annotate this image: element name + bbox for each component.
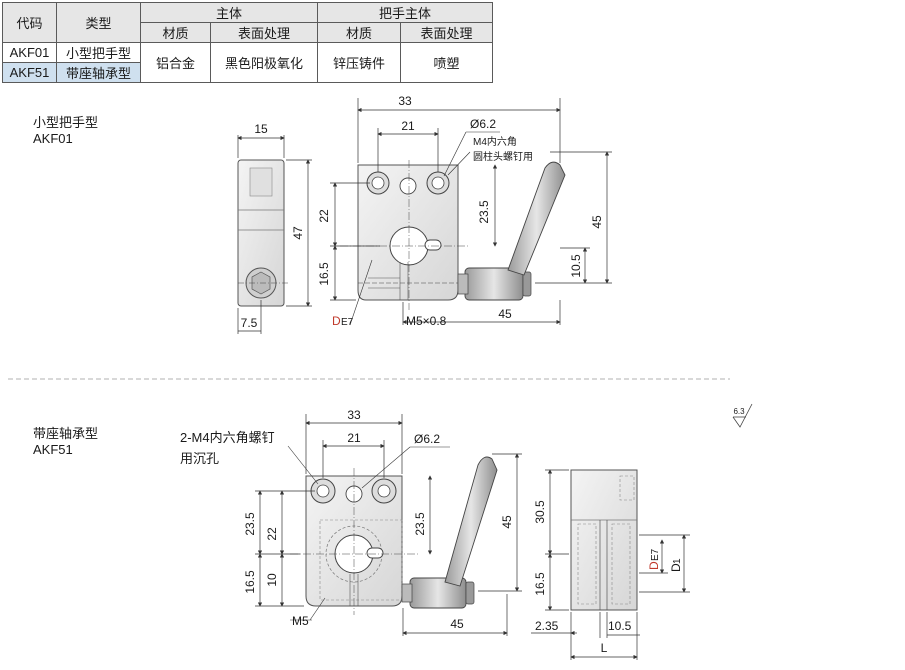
akf01-handle — [457, 161, 566, 301]
th-surface: 表面处理 — [210, 22, 318, 43]
cell-handle-material: 锌压铸件 — [317, 42, 401, 83]
surface-roughness-symbol: 6.3 — [732, 403, 753, 428]
th-material2: 材质 — [317, 22, 401, 43]
akf01-dim-47: 47 — [291, 226, 305, 240]
section2-title-cn: 带座轴承型 — [33, 426, 99, 441]
akf51-dim-45-v: 45 — [500, 515, 514, 529]
cell-main-material: 铝合金 — [140, 42, 211, 83]
akf51-dim-23-5b: 23.5 — [413, 512, 427, 536]
akf01-dim-23-5: 23.5 — [477, 200, 491, 224]
akf51-dim-l: L — [601, 641, 608, 655]
cell-handle-surface: 喷塑 — [400, 42, 493, 83]
akf01-dim-de-sub: E7 — [341, 317, 354, 328]
akf51-dim-10-5: 10.5 — [608, 619, 632, 633]
section1-title-cn: 小型把手型 — [33, 115, 99, 130]
akf01-dim-10-5: 10.5 — [569, 254, 583, 278]
akf01-dim-7-5: 7.5 — [241, 316, 258, 330]
akf51-dim-21: 21 — [347, 431, 361, 445]
akf01-dim-16-5: 16.5 — [317, 262, 331, 286]
akf01-dim-15: 15 — [254, 122, 268, 136]
th-main-body: 主体 — [140, 2, 318, 23]
akf51-dim-de: D — [647, 561, 661, 570]
akf01-dim-45-h: 45 — [498, 307, 512, 321]
akf01-dim-45: 45 — [590, 215, 604, 229]
akf51-dim-m5: M5 — [292, 614, 309, 628]
akf01-front-view — [340, 160, 480, 310]
akf01-dim-33: 33 — [398, 94, 412, 108]
akf51-dim-23-5a: 23.5 — [243, 512, 257, 536]
cell-code-akf51: AKF51 — [2, 62, 57, 83]
akf01-dim-22: 22 — [317, 209, 331, 223]
akf51-dim-45-h: 45 — [450, 617, 464, 631]
section1-title: 小型把手型 AKF01 — [33, 115, 98, 147]
akf51-dim-dia: Ø6.2 — [414, 432, 440, 446]
akf51-dim-d1-sub: 1 — [672, 558, 683, 564]
spec-table: 代码 类型 主体 把手主体 材质 表面处理 材质 表面处理 AKF01 小型把手… — [2, 2, 493, 83]
th-material: 材质 — [140, 22, 211, 43]
akf51-dim-2-35: 2.35 — [535, 619, 559, 633]
akf51-dim-d1: D — [669, 563, 683, 572]
akf01-side-view — [237, 159, 290, 307]
cell-main-surface: 黑色阳极氧化 — [210, 42, 318, 83]
akf51-note-countersink: 用沉孔 — [180, 451, 219, 466]
th-handle-body: 把手主体 — [317, 2, 493, 23]
akf51-dim-22: 22 — [265, 527, 279, 541]
akf51-side-view — [570, 469, 638, 611]
akf01-note-screw: 圆柱头螺钉用 — [473, 150, 533, 163]
roughness-value: 6.3 — [733, 407, 745, 416]
akf01-dim-dia: Ø6.2 — [470, 117, 496, 131]
cell-code-akf01: AKF01 — [2, 42, 57, 63]
cell-type-akf51: 带座轴承型 — [56, 62, 141, 83]
akf51-front-view — [290, 468, 420, 615]
akf51-dim-de-sub: E7 — [650, 548, 661, 561]
akf51-handle — [401, 456, 498, 609]
th-code: 代码 — [2, 2, 57, 43]
akf51-dim-33: 33 — [347, 408, 361, 422]
akf01-dim-21: 21 — [401, 119, 415, 133]
akf51-dim-16-5r: 16.5 — [533, 572, 547, 596]
section2-title: 带座轴承型 AKF51 — [33, 426, 98, 458]
akf01-note-m4: M4内六角 — [473, 135, 517, 148]
akf51-dim-30-5: 30.5 — [533, 500, 547, 524]
akf01-dim-m5: M5×0.8 — [406, 314, 447, 328]
akf51-dim-10: 10 — [265, 573, 279, 587]
cell-type-akf01: 小型把手型 — [56, 42, 141, 63]
section1-title-code: AKF01 — [33, 131, 73, 146]
akf51-dim-16-5: 16.5 — [243, 570, 257, 594]
akf01-dim-de: D — [332, 314, 341, 328]
akf51-note-m4: 2-M4内六角螺钉 — [180, 430, 275, 445]
section2-title-code: AKF51 — [33, 442, 73, 457]
